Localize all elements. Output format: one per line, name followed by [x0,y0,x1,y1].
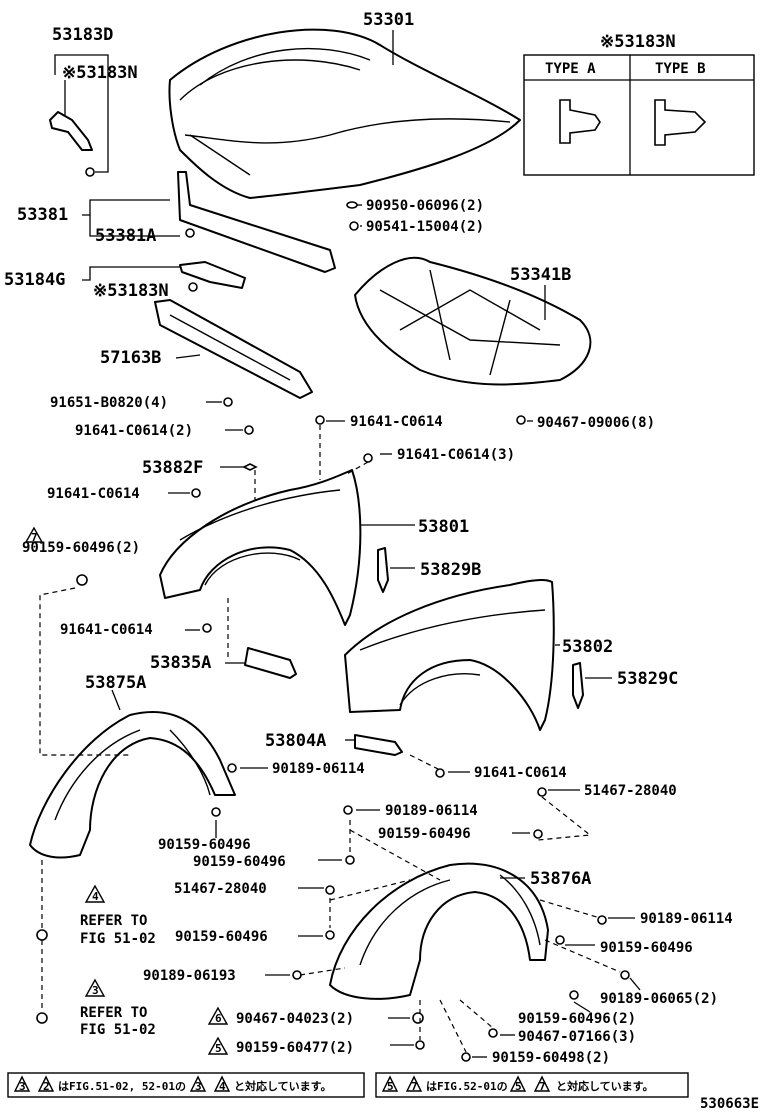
label-fig-51-02-a: FIG 51-02 [80,931,156,947]
label-90189-06114-a: 90189-06114 [272,761,365,777]
label-90159-60496-b: 90159-60496 [158,837,251,853]
seal-53184g [179,261,246,289]
label-90467-07166: 90467-07166(3) [518,1029,636,1045]
svg-text:2: 2 [43,1080,50,1093]
label-90159-60496-c: 90159-60496 [193,854,286,870]
svg-text:5: 5 [515,1080,522,1093]
label-90159-60496-2: 90159-60496(2) [22,540,140,556]
label-91641-d: 91641-C0614 [47,486,140,502]
label-51467-a: 51467-28040 [584,783,677,799]
label-refer-to-b: REFER TO [80,1005,147,1021]
label-53835a: 53835A [150,653,211,673]
label-53183d: 53183D [52,25,113,45]
label-91641-c: 91641-C0614(3) [397,447,515,463]
label-90541: 90541-15004(2) [366,219,484,235]
label-refer-to-a: REFER TO [80,913,147,929]
panel-57163b [154,299,313,399]
label-91641-b: 91641-C0614(2) [75,423,193,439]
label-90159-60496-f: 90159-60496(2) [518,1011,636,1027]
label-53882f: 53882F [142,458,203,478]
label-ref-7: 7 [31,531,38,544]
ref-triangles [24,526,229,1055]
clip-type-box [523,54,755,176]
footnote-right: 5 7 はFIG.52-01の 5 7 と対応しています。 [375,1072,689,1098]
label-53381a: 53381A [95,226,156,246]
label-53183n-header: ※53183N [600,32,676,52]
label-90467-04023: 90467-04023(2) [236,1011,354,1027]
seal-53804a [354,734,403,756]
fender-53801 [159,469,362,626]
fasteners [36,167,630,1062]
label-90189-06193: 90189-06193 [143,968,236,984]
seal-53381 [177,171,336,273]
label-91641-e: 91641-C0614 [60,622,153,638]
label-90159-60496-d: 90159-60496 [175,929,268,945]
label-ref-5: 5 [215,1042,222,1055]
label-90189-06114-c: 90189-06114 [640,911,733,927]
liner-53875a [29,711,236,859]
label-57163b: 57163B [100,348,161,368]
svg-text:3: 3 [195,1080,202,1093]
svg-text:はFIG.52-01の: はFIG.52-01の [426,1080,508,1093]
svg-text:5: 5 [387,1080,394,1093]
label-90950: 90950-06096(2) [366,198,484,214]
label-53829c: 53829C [617,669,678,689]
label-ref-6: 6 [215,1012,222,1025]
figure-code: 530663E [700,1096,759,1112]
label-fig-51-02-b: FIG 51-02 [80,1022,156,1038]
svg-text:と対応しています。: と対応しています。 [234,1079,332,1093]
label-90467-09006: 90467-09006(8) [537,415,655,431]
label-90159-60477: 90159-60477(2) [236,1040,354,1056]
svg-text:7: 7 [539,1080,546,1093]
hood-53301 [168,28,521,199]
label-type-b: TYPE B [655,61,706,77]
svg-text:3: 3 [19,1080,26,1093]
clip-type-a-icon [559,99,601,144]
label-53804a: 53804A [265,731,326,751]
label-53381: 53381 [17,205,68,225]
liner-53876a [329,862,549,1000]
label-91641-a: 91641-C0614 [350,414,443,430]
svg-text:はFIG.51-02, 52-01の: はFIG.51-02, 52-01の [58,1080,186,1093]
label-ref-3: 3 [92,984,99,997]
label-90189-06065: 90189-06065(2) [600,991,718,1007]
label-90159-60496-e: 90159-60496 [600,940,693,956]
svg-text:7: 7 [411,1080,418,1093]
svg-text:4: 4 [219,1080,226,1093]
seal-53829c [572,662,584,709]
label-53802: 53802 [562,637,613,657]
label-91651: 91651-B0820(4) [50,395,168,411]
label-ref-4: 4 [92,890,99,903]
label-53875a: 53875A [85,673,146,693]
label-90159-60498: 90159-60498(2) [492,1050,610,1066]
seal-53835a [244,647,297,679]
label-type-a: TYPE A [545,61,596,77]
svg-text:と対応しています。: と対応しています。 [556,1079,654,1093]
dashed-lines [39,425,621,1053]
label-91641-f: 91641-C0614 [474,765,567,781]
label-53829b: 53829B [420,560,481,580]
label-53183n-b: ※53183N [93,281,169,301]
fender-53802 [344,578,555,731]
footnote-left: 3 2 はFIG.51-02, 52-01の 3 4 と対応しています。 [7,1072,365,1098]
label-53184g: 53184G [4,270,65,290]
bracket-53183d [49,111,93,151]
leader-lines [54,30,641,1058]
insulator-53341b [354,256,592,386]
label-53183n-a: ※53183N [62,63,138,83]
clip-type-b-icon [654,99,707,146]
label-53876a: 53876A [530,869,591,889]
label-53301: 53301 [363,10,414,30]
label-90189-06114-b: 90189-06114 [385,803,478,819]
label-53341b: 53341B [510,265,571,285]
label-90159-60496-a: 90159-60496 [378,826,471,842]
label-53801: 53801 [418,517,469,537]
label-51467-b: 51467-28040 [174,881,267,897]
seal-53829b [377,547,389,593]
